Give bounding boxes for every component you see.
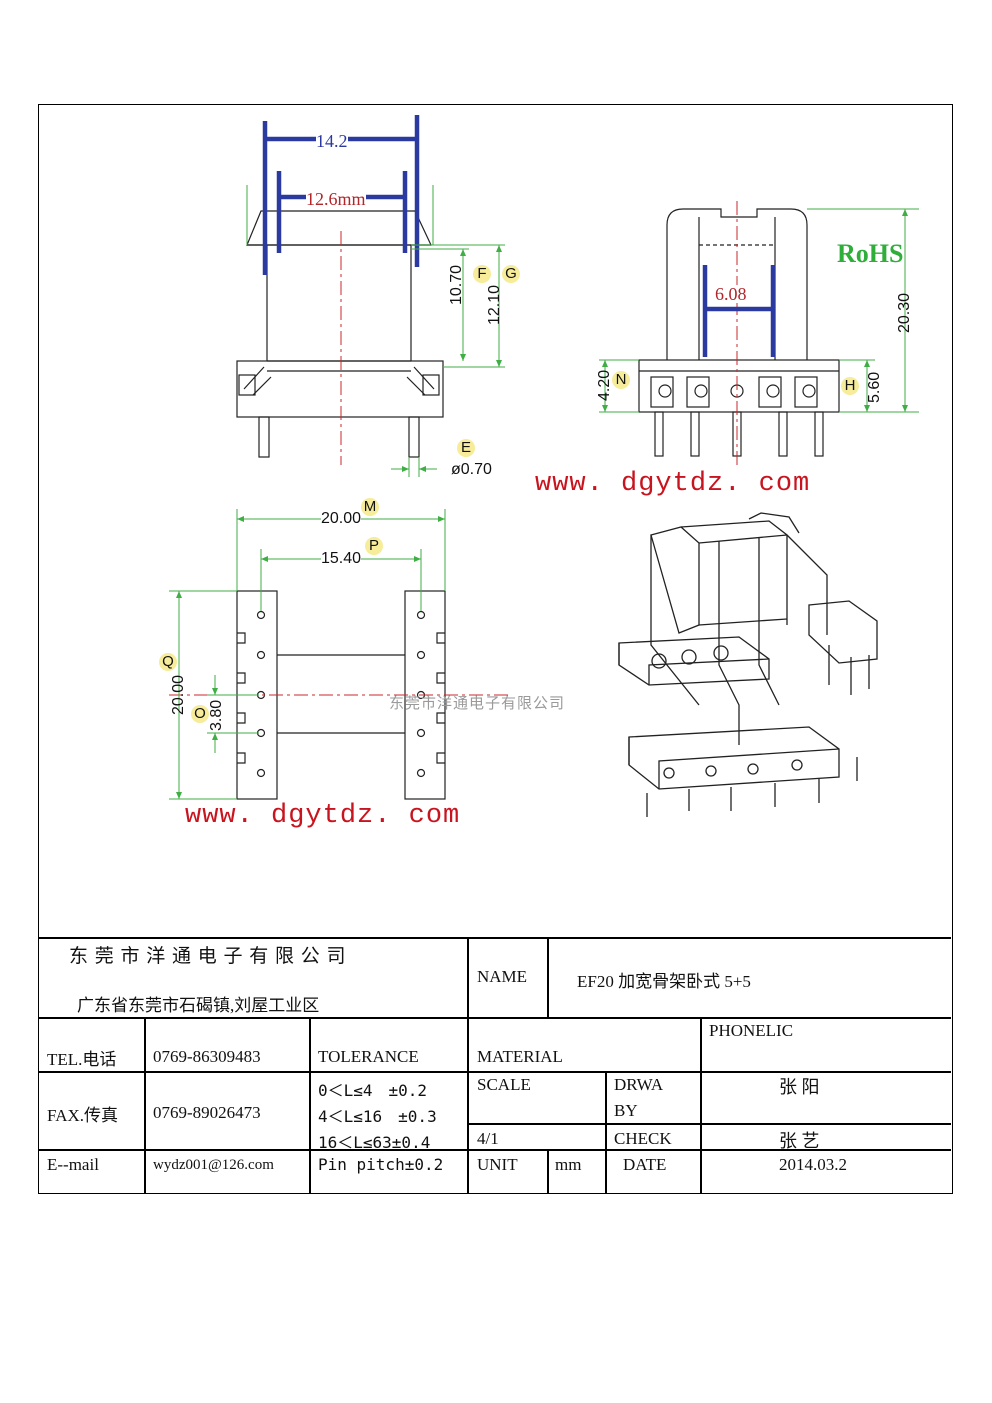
tolerance-line-2: 4＜L≤16 ±0.3 [318, 1107, 437, 1126]
dim-14-2: 14.2 [316, 131, 348, 151]
company-watermark: 东莞市洋通电子有限公司 [389, 694, 566, 712]
material-value: PHONELIC [709, 1021, 794, 1040]
title-block: 东 莞 市 洋 通 电 子 有 限 公 司 广东省东莞市石碣镇,刘屋工业区 NA… [39, 937, 951, 1193]
dim-4-20: 4.20 [596, 369, 613, 401]
name-value: EF20 加宽骨架卧式 5+5 [577, 972, 751, 991]
date-label: DATE [623, 1155, 667, 1174]
website-url-top: www. dgytdz. com [535, 469, 811, 499]
dim-3-80: 3.80 [208, 699, 225, 731]
scale-value: 4/1 [477, 1129, 499, 1148]
dim-6-08: 6.08 [715, 284, 747, 304]
bottom-view-green-dims [169, 509, 446, 800]
email-value: wydz001@126.com [153, 1157, 274, 1173]
tolerance-label: TOLERANCE [318, 1047, 419, 1066]
drawn-by-label-2: BY [614, 1101, 638, 1120]
company-name: 东 莞 市 洋 通 电 子 有 限 公 司 [69, 946, 347, 967]
drawn-by-label-1: DRWA [614, 1075, 664, 1094]
letter-g: G [502, 265, 520, 283]
side-view-green-dims [599, 208, 919, 413]
dim-12-6: 12.6mm [306, 189, 366, 209]
dim-20-00-height: 20.00 [170, 674, 187, 715]
check-label: CHECK [614, 1129, 672, 1148]
letter-h: H [841, 377, 859, 395]
tel-value: 0769-86309483 [153, 1047, 261, 1066]
dim-10-70: 10.70 [448, 264, 465, 305]
tolerance-line-4: Pin pitch±0.2 [318, 1155, 444, 1174]
fax-value: 0769-89026473 [153, 1103, 261, 1122]
fax-label: FAX.传真 [47, 1106, 118, 1125]
side-view-blue-dims [702, 265, 776, 357]
letter-f: F [473, 265, 491, 283]
website-url-bottom: www. dgytdz. com [185, 801, 461, 831]
letter-p: P [365, 537, 383, 555]
dim-5-60: 5.60 [866, 371, 883, 403]
drawn-by-value: 张 阳 [779, 1077, 820, 1097]
letter-q: Q [159, 653, 177, 671]
letter-e: E [457, 439, 475, 457]
drawing-frame: 14.2 12.6mm 10.70 12.10 ø0.70 6.08 20.30… [38, 104, 953, 1194]
tolerance-line-3: 16＜L≤63±0.4 [318, 1133, 431, 1152]
unit-label: UNIT [477, 1155, 518, 1174]
letter-m: M [361, 498, 379, 516]
letter-n: N [612, 371, 630, 389]
side-view [638, 201, 840, 465]
dim-12-10: 12.10 [486, 284, 503, 325]
tel-label: TEL.电话 [47, 1050, 117, 1069]
dim-20-30: 20.30 [896, 292, 913, 333]
tolerance-line-1: 0＜L≤4 ±0.2 [318, 1081, 428, 1100]
check-value: 张 艺 [779, 1131, 820, 1151]
name-label: NAME [477, 967, 528, 986]
front-view-green-dims [246, 185, 505, 477]
letter-o: O [191, 705, 209, 723]
technical-drawing [169, 115, 919, 817]
unit-value: mm [555, 1155, 582, 1174]
dim-0-70: ø0.70 [451, 461, 492, 478]
scale-label: SCALE [477, 1075, 531, 1094]
dim-15-40: 15.40 [321, 550, 362, 567]
email-label: E--mail [47, 1155, 99, 1174]
dim-20-00-width: 20.00 [321, 510, 362, 527]
company-address: 广东省东莞市石碣镇,刘屋工业区 [77, 996, 320, 1015]
date-value: 2014.03.2 [779, 1155, 847, 1174]
isometric-view [618, 512, 878, 817]
bottom-view [169, 590, 509, 800]
material-label: MATERIAL [477, 1047, 563, 1066]
rohs-mark: RoHS [837, 239, 904, 268]
